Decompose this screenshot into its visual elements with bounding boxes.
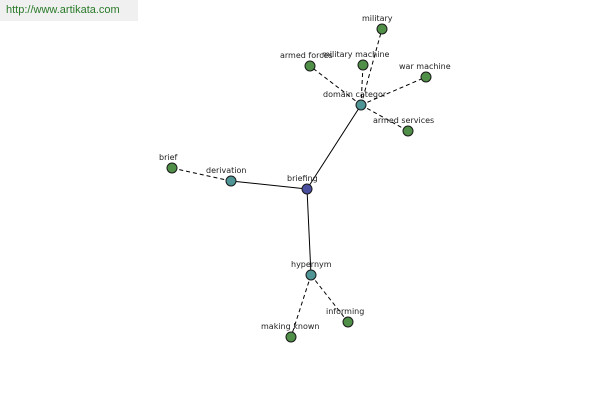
label-brief: brief: [159, 153, 178, 162]
node-informing[interactable]: [342, 316, 354, 328]
node-military[interactable]: [376, 23, 388, 35]
label-informing: informing: [326, 307, 364, 316]
node-hypernym[interactable]: [305, 269, 317, 281]
edge-domain-category-armed-services: [360, 104, 409, 132]
source-url-banner[interactable]: http://www.artikata.com: [0, 0, 138, 21]
node-war-machine[interactable]: [420, 71, 432, 83]
node-military-machine[interactable]: [357, 59, 369, 71]
label-derivation: derivation: [206, 166, 246, 175]
edge-hypernym-making-known: [290, 274, 312, 338]
node-brief[interactable]: [166, 162, 178, 174]
edge-domain-category-war-machine: [360, 76, 427, 106]
node-armed-services[interactable]: [402, 125, 414, 137]
label-war-machine: war machine: [399, 62, 451, 71]
edge-briefing-derivation: [230, 180, 308, 190]
edge-briefing-domain-category: [306, 104, 362, 190]
edge-derivation-brief: [171, 167, 232, 182]
node-domain-category[interactable]: [355, 99, 367, 111]
label-making-known: making known: [261, 322, 319, 331]
edge-domain-category-military-machine: [360, 64, 364, 106]
node-making-known[interactable]: [285, 331, 297, 343]
label-domain-category: domain categor: [323, 90, 387, 99]
edge-domain-category-armed-forces: [309, 65, 362, 106]
label-armed-services: armed services: [373, 116, 434, 125]
node-briefing[interactable]: [301, 183, 313, 195]
node-derivation[interactable]: [225, 175, 237, 187]
node-armed-forces[interactable]: [304, 60, 316, 72]
label-armed-forces: armed forces: [280, 51, 333, 60]
label-briefing: briefing: [287, 174, 318, 183]
edge-hypernym-informing: [310, 274, 349, 323]
label-military-machine: military machine: [322, 50, 390, 59]
label-military: military: [362, 14, 393, 23]
edge-domain-category-military: [360, 28, 383, 106]
edge-briefing-hypernym: [306, 188, 312, 276]
label-hypernym: hypernym: [291, 260, 332, 269]
